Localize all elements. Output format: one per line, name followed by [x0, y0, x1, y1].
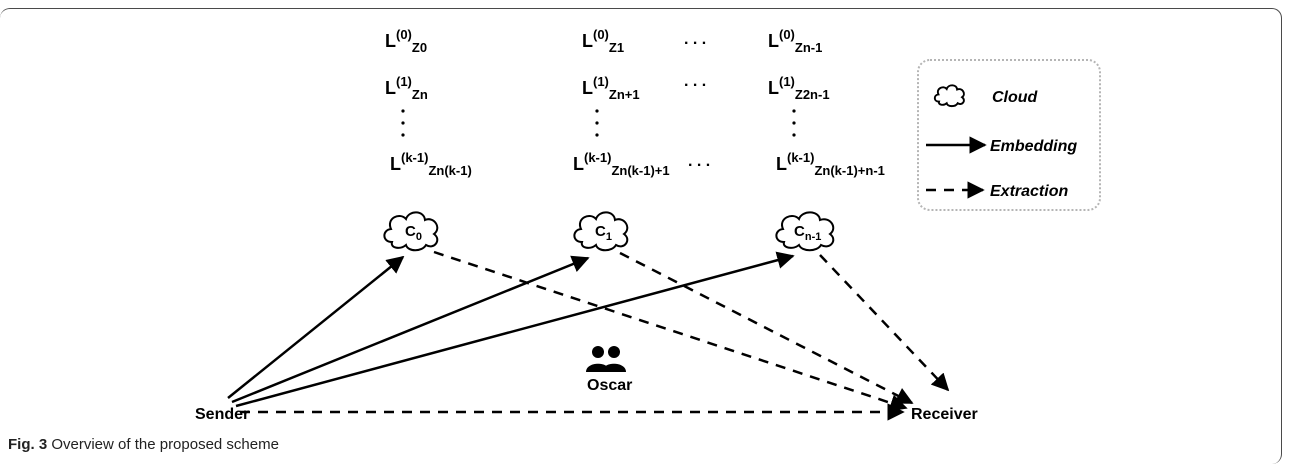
svg-text:Cn-1: Cn-1 [794, 223, 821, 243]
cloud-c0: C0 [383, 211, 439, 252]
extract-arrow-c1 [619, 251, 914, 405]
embed-arrow-c0 [227, 255, 405, 399]
vertical-dots [792, 109, 796, 137]
embed-arrow-c2 [235, 251, 795, 408]
svg-text:C1: C1 [595, 223, 612, 243]
cloud-c1: C1 [573, 211, 629, 252]
label-c0-r0: L(0)Z0 [385, 27, 427, 55]
label-c0-r2: L(k-1)Zn(k-1) [390, 150, 472, 178]
horizontal-dots-r1: . . . [684, 73, 706, 90]
label-c0-r1: L(1)Zn [385, 74, 428, 102]
matrix-column-0: L(0)Z0 L(1)Zn L(k-1)Zn(k-1) [385, 27, 472, 178]
legend: Cloud Embedding Extraction [917, 59, 1101, 211]
label-c1-r2: L(k-1)Zn(k-1)+1 [573, 150, 670, 178]
label-c1-r0: L(0)Z1 [582, 27, 624, 55]
extraction-arrows [240, 250, 950, 421]
figure-frame [0, 8, 1282, 464]
oscar-node: Oscar [586, 346, 632, 394]
figure-caption-text: Overview of the proposed scheme [51, 436, 279, 453]
cloud-c2: Cn-1 [775, 211, 835, 252]
receiver-label: Receiver [911, 406, 978, 423]
label-c2-r0: L(0)Zn-1 [768, 27, 822, 55]
figure-number: Fig. 3 [8, 436, 48, 453]
figure-caption: Fig. 3 Overview of the proposed scheme [8, 436, 279, 453]
horizontal-dots-r2: . . . [688, 153, 710, 170]
matrix-column-1: L(0)Z1 L(1)Zn+1 L(k-1)Zn(k-1)+1 [573, 27, 670, 178]
label-c1-r1: L(1)Zn+1 [582, 74, 640, 102]
svg-text:Extraction: Extraction [990, 183, 1068, 200]
oscar-label: Oscar [587, 377, 632, 394]
legend-cloud-item: Cloud [933, 84, 1039, 108]
svg-text:Cloud: Cloud [992, 89, 1039, 106]
embed-arrow-c1 [231, 255, 590, 404]
cloud-icon [933, 84, 965, 108]
vertical-dots [595, 109, 599, 137]
legend-extraction-item: Extraction [926, 181, 1068, 200]
extract-arrow-c2 [819, 254, 950, 392]
svg-text:C0: C0 [405, 223, 422, 243]
cloud-icon [573, 211, 629, 252]
extract-arrow-c0 [433, 250, 908, 412]
label-c2-r1: L(1)Z2n-1 [768, 74, 830, 102]
users-icon [586, 346, 626, 372]
cloud-icon [383, 211, 439, 252]
cloud-icon [775, 211, 835, 252]
sender-label: Sender [195, 406, 249, 423]
label-c2-r2: L(k-1)Zn(k-1)+n-1 [776, 150, 885, 178]
vertical-dots [401, 109, 405, 137]
legend-embedding-item: Embedding [926, 136, 1077, 155]
matrix-column-2: L(0)Zn-1 L(1)Z2n-1 L(k-1)Zn(k-1)+n-1 [768, 27, 885, 178]
svg-text:Embedding: Embedding [990, 138, 1077, 155]
horizontal-dots-r0: . . . [684, 31, 706, 48]
